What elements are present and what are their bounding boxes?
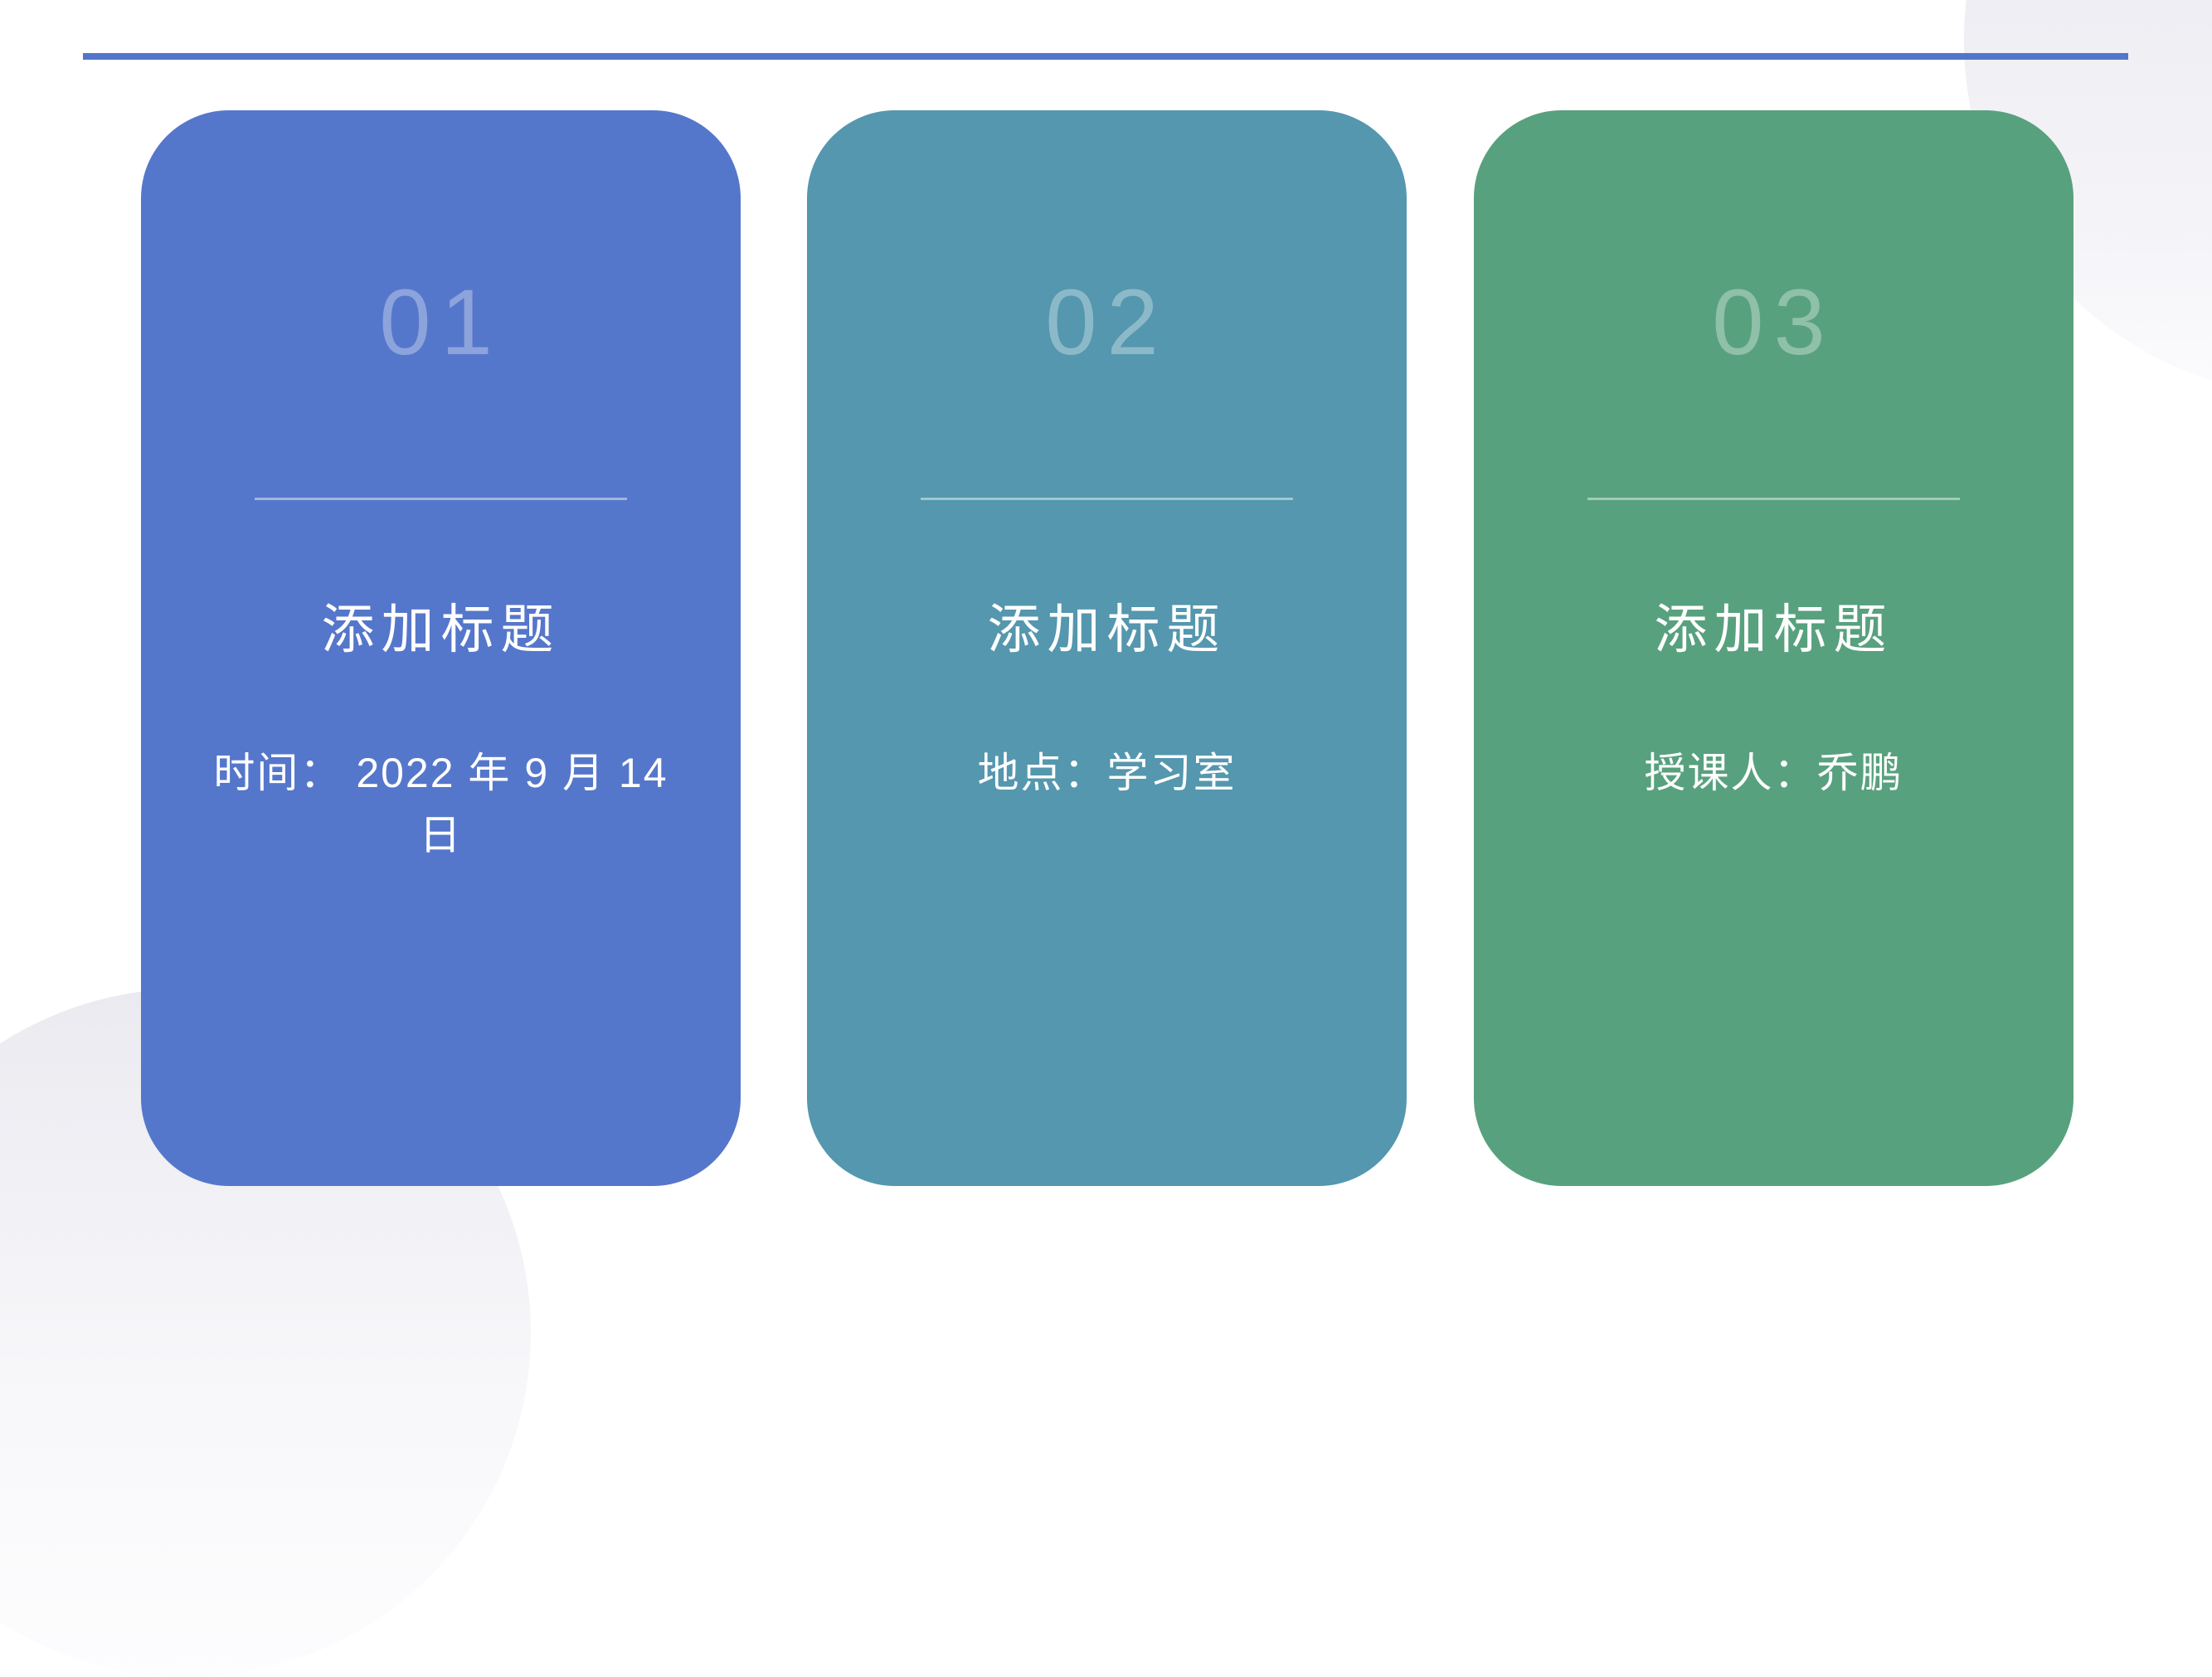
card-body: 授课人：乔鹏 [1504,742,2044,804]
card-01: 01 添加标题 时间： 2022 年 9 月 14 日 [141,110,741,1186]
card-number: 03 [1712,270,1835,374]
card-03: 03 添加标题 授课人：乔鹏 [1474,110,2073,1186]
card-number: 02 [1045,270,1169,374]
card-divider [921,498,1293,500]
card-divider [1587,498,1960,500]
card-title: 添加标题 [321,600,561,659]
card-title: 添加标题 [1654,600,1894,659]
card-number: 01 [379,270,503,374]
card-body-line: 日 [419,812,463,858]
card-body-line: 地点：学习室 [977,750,1237,796]
accent-top-line [83,53,2128,60]
card-title: 添加标题 [987,600,1227,659]
card-02: 02 添加标题 地点：学习室 [807,110,1407,1186]
card-body-line: 授课人：乔鹏 [1644,750,1903,796]
card-body: 时间： 2022 年 9 月 14 日 [171,742,711,867]
card-divider [255,498,627,500]
card-body-line: 时间： 2022 年 9 月 14 [213,750,668,796]
card-body: 地点：学习室 [837,742,1377,804]
